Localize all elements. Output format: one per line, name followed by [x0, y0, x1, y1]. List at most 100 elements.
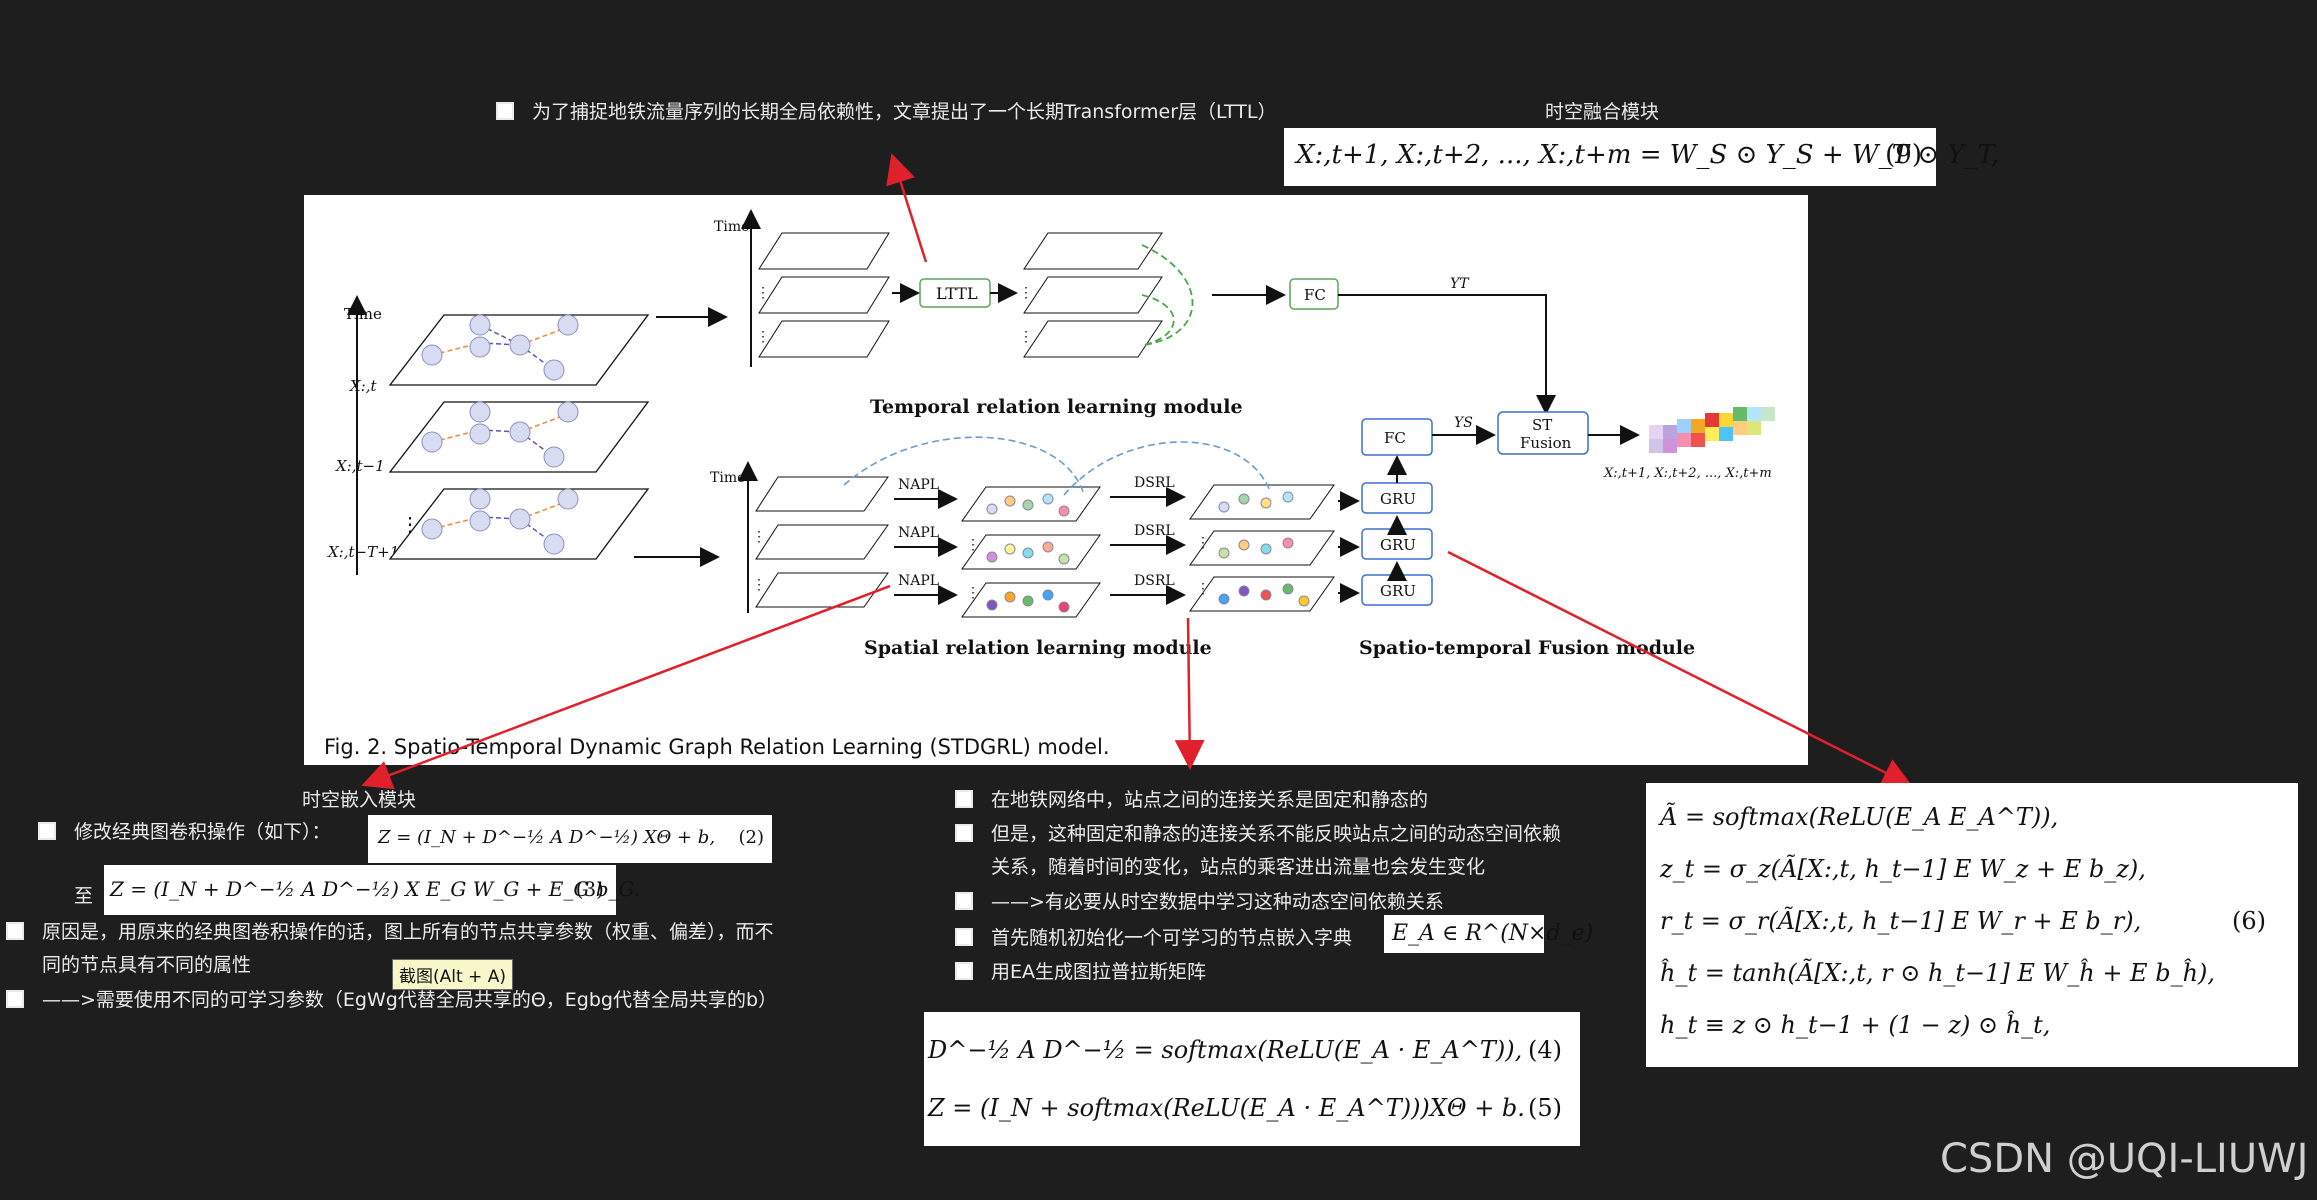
- svg-text:⋮: ⋮: [1019, 329, 1033, 345]
- fc-bottom-label: FC: [1384, 429, 1406, 447]
- checkbox-icon[interactable]: [496, 101, 514, 120]
- mid-item-4: 首先随机初始化一个可学习的节点嵌入字典: [955, 922, 1352, 955]
- eq5-number: (5): [1528, 1094, 1562, 1122]
- checkbox-icon[interactable]: [6, 922, 24, 940]
- fusion-module-title: Spatio-temporal Fusion module: [1359, 637, 1695, 659]
- napl-label-2: NAPL: [898, 525, 939, 541]
- figure-caption: Fig. 2. Spatio-Temporal Dynamic Graph Re…: [324, 735, 1110, 759]
- left-item-2-line-1: 原因是，用原来的经典图卷积操作的话，图上所有的节点共享参数（权重、偏差），而不: [42, 921, 774, 943]
- mid-item-1: 在地铁网络中，站点之间的连接关系是固定和静态的: [955, 784, 1428, 817]
- mid-item-2: 但是，这种固定和静态的连接关系不能反映站点之间的动态空间依赖 关系，随着时间的变…: [955, 818, 1615, 884]
- ea-eq-box: E_A ∈ R^(N×d_e): [1384, 915, 1593, 953]
- svg-text:⋮: ⋮: [752, 529, 766, 545]
- eq3-number: (3): [575, 877, 604, 901]
- temporal-input-stack: [758, 232, 890, 358]
- top-note-text: 为了捕捉地铁流量序列的长期全局依赖性，文章提出了一个长期Transformer层…: [532, 101, 1277, 123]
- x-label-tT: X:,t−T+1: [327, 543, 399, 561]
- spatial-mid-stack: [961, 486, 1101, 618]
- output-blocks: [1649, 407, 1775, 453]
- st-fusion-box: [1497, 411, 1589, 455]
- dsrl-label-3: DSRL: [1134, 573, 1175, 589]
- left-title: 时空嵌入模块: [302, 789, 417, 811]
- watermark: CSDN @UQI-LIUWJ: [1940, 1136, 2309, 1182]
- mid-item-5-text: 用EA生成图拉普拉斯矩阵: [991, 961, 1207, 983]
- checkbox-icon[interactable]: [955, 892, 973, 910]
- mid-item-3: ——>有必要从时空数据中学习这种动态空间依赖关系: [955, 886, 1444, 919]
- mid-item-1-text: 在地铁网络中，站点之间的连接关系是固定和静态的: [991, 789, 1429, 811]
- mid-item-4-text: 首先随机初始化一个可学习的节点嵌入字典: [991, 927, 1353, 949]
- lttl-label: LTTL: [936, 284, 978, 303]
- left-item-1: 修改经典图卷积操作（如下）：: [38, 816, 331, 849]
- left-item-2: 原因是，用原来的经典图卷积操作的话，图上所有的节点共享参数（权重、偏差），而不 …: [6, 916, 826, 982]
- ys-label: YS: [1454, 415, 1473, 431]
- eq45-box: D^−½ A D^−½ = softmax(ReLU(E_A · E_A^T))…: [924, 1012, 1580, 1146]
- left-item-2-line-2: 同的节点具有不同的属性: [42, 954, 252, 976]
- svg-text:⋮: ⋮: [1196, 581, 1210, 597]
- left-item-3: ——>需要使用不同的可学习参数（EgWg代替全局共享的Θ，Egbg代替全局共享的…: [6, 984, 777, 1017]
- input-plane-2: [388, 401, 650, 473]
- eq6-box: Ã = softmax(ReLU(E_A E_A^T)), z_t = σ_z(…: [1646, 783, 2298, 1067]
- time-label-spatial: Time: [710, 470, 745, 486]
- svg-text:⋮: ⋮: [966, 585, 980, 601]
- time-label: Time: [344, 305, 382, 323]
- arrow-to-left-panel: [361, 584, 891, 790]
- mid-item-3-text: ——>有必要从时空数据中学习这种动态空间依赖关系: [991, 891, 1444, 913]
- eq2-number: (2): [738, 827, 765, 848]
- eq2-box: Z = (I_N + D^−½ A D^−½) XΘ + b, (2): [368, 815, 772, 863]
- spatial-out-stack: [1189, 484, 1335, 612]
- svg-text:⋮: ⋮: [756, 285, 770, 301]
- ea-eq: E_A ∈ R^(N×d_e): [1392, 921, 1594, 946]
- st-fusion-label-1: ST: [1532, 416, 1552, 434]
- svg-text:⋮: ⋮: [1196, 535, 1210, 551]
- temporal-module-title: Temporal relation learning module: [870, 396, 1243, 418]
- eq2: Z = (I_N + D^−½ A D^−½) XΘ + b,: [378, 827, 716, 848]
- eq4-number: (4): [1528, 1036, 1562, 1064]
- model-diagram: Time X:,t X:,t−1 X:,t−T+1 ⋮: [327, 209, 1775, 659]
- mid-item-2-line-1: 但是，这种固定和静态的连接关系不能反映站点之间的动态空间依赖: [991, 823, 1562, 845]
- fc-top-label: FC: [1304, 286, 1326, 304]
- yt-label: YT: [1450, 276, 1470, 292]
- checkbox-icon[interactable]: [6, 990, 24, 1008]
- arrow-to-right-panel: [1447, 550, 1913, 787]
- gru-label-3: GRU: [1380, 582, 1416, 600]
- eq6-line-2: z_t = σ_z(Ã[X:,t, h_t−1] E W_z + E b_z),: [1660, 855, 2146, 883]
- fusion-equation-number: (9): [1885, 140, 1922, 170]
- eq6-number: (6): [2232, 907, 2266, 935]
- checkbox-icon[interactable]: [955, 962, 973, 980]
- fusion-equation-box: X:,t+1, X:,t+2, ..., X:,t+m = W_S ⊙ Y_S …: [1284, 128, 1999, 186]
- temporal-output-stack: [1023, 232, 1163, 358]
- eq3: Z = (I_N + D^−½ A D^−½) X E_G W_G + E_G …: [110, 877, 641, 901]
- fusion-title: 时空融合模块: [1545, 101, 1660, 123]
- left-item-1-text: 修改经典图卷积操作（如下）：: [74, 821, 331, 843]
- model-figure: Time X:,t X:,t−1 X:,t−T+1 ⋮: [304, 195, 1808, 765]
- napl-label-1: NAPL: [898, 477, 939, 493]
- output-label: X:,t+1, X:,t+2, ..., X:,t+m: [1603, 466, 1772, 481]
- svg-text:⋮: ⋮: [1019, 285, 1033, 301]
- svg-text:⋮: ⋮: [752, 577, 766, 593]
- left-item-3-text: ——>需要使用不同的可学习参数（EgWg代替全局共享的Θ，Egbg代替全局共享的…: [42, 989, 778, 1011]
- mid-item-2-line-2: 关系，随着时间的变化，站点的乘客进出流量也会发生变化: [991, 856, 1486, 878]
- x-label-t1: X:,t−1: [335, 457, 385, 475]
- eq6-line-1: Ã = softmax(ReLU(E_A E_A^T)),: [1660, 803, 2059, 831]
- checkbox-icon[interactable]: [955, 790, 973, 808]
- time-label-temporal: Time: [714, 219, 749, 235]
- checkbox-icon[interactable]: [955, 928, 973, 946]
- fusion-equation: X:,t+1, X:,t+2, ..., X:,t+m = W_S ⊙ Y_S …: [1296, 140, 2000, 170]
- checkbox-icon[interactable]: [38, 822, 56, 840]
- eq6-line-5: h_t ≡ z ⊙ h_t−1 + (1 − z) ⊙ ĥ_t,: [1660, 1011, 2051, 1039]
- input-plane-3: [388, 488, 650, 560]
- eq5: Z = (I_N + softmax(ReLU(E_A · E_A^T)))XΘ…: [928, 1094, 1525, 1122]
- screenshot-tooltip: 截图(Alt + A): [392, 959, 513, 990]
- eq4: D^−½ A D^−½ = softmax(ReLU(E_A · E_A^T))…: [928, 1036, 1523, 1064]
- gru-label-1: GRU: [1380, 490, 1416, 508]
- napl-label-3: NAPL: [898, 573, 939, 589]
- gru-label-2: GRU: [1380, 536, 1416, 554]
- svg-text:⋮: ⋮: [966, 537, 980, 553]
- st-fusion-label-2: Fusion: [1520, 434, 1572, 452]
- svg-text:⋮: ⋮: [756, 329, 770, 345]
- eq6-line-3: r_t = σ_r(Ã[X:,t, h_t−1] E W_r + E b_r),: [1660, 907, 2142, 935]
- dsrl-label-1: DSRL: [1134, 475, 1175, 491]
- checkbox-icon[interactable]: [955, 824, 973, 842]
- input-plane-1: [388, 314, 650, 386]
